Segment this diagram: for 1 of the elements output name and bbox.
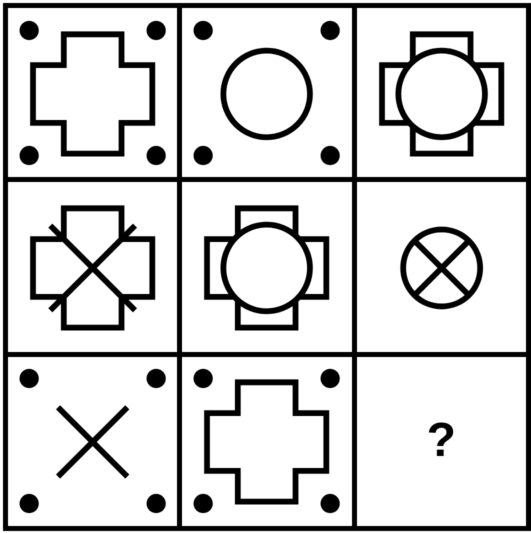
question-mark: ?	[426, 417, 456, 466]
